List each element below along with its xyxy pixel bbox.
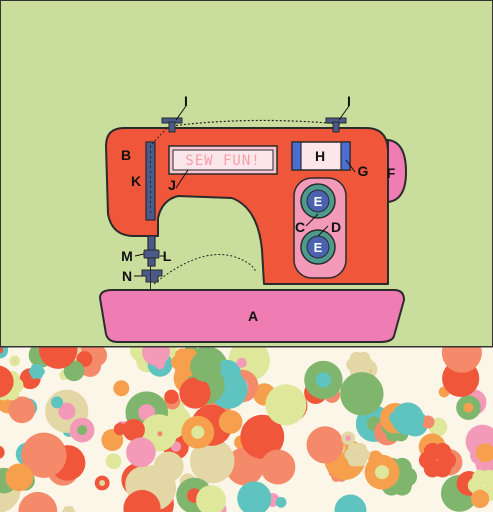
fabric-dot <box>8 396 35 423</box>
lcd-text: SEW FUN! <box>185 153 260 169</box>
fabric-dot <box>179 377 210 408</box>
fabric-dot <box>219 410 243 434</box>
label-j: J <box>168 177 176 193</box>
fabric-dot <box>237 358 247 368</box>
fabric-dot <box>265 384 306 425</box>
fabric-dot <box>260 450 295 485</box>
label-b: B <box>121 147 131 163</box>
fabric-dot <box>5 463 33 491</box>
label-m: M <box>121 248 133 264</box>
label-l: L <box>163 248 172 264</box>
label-h: H <box>315 148 325 164</box>
label-g: G <box>358 163 369 179</box>
label-d: D <box>331 219 341 235</box>
fabric-dot <box>471 490 489 508</box>
label-f: F <box>387 165 396 181</box>
label-a: A <box>248 308 258 324</box>
label-n: N <box>122 268 132 284</box>
fabric-dot <box>276 497 287 508</box>
fabric-dot <box>114 423 126 435</box>
fabric-dot <box>190 351 221 382</box>
label-e-bottom: E <box>314 240 323 255</box>
label-c: C <box>295 219 305 235</box>
label-k: K <box>131 173 141 189</box>
label-i-right: I <box>347 93 351 109</box>
label-e-top: E <box>314 194 323 209</box>
fabric-dot <box>113 380 129 396</box>
fabric-dot <box>126 438 156 468</box>
fabric-dot <box>307 426 344 463</box>
label-i-left: I <box>184 93 188 109</box>
fabric-dot <box>106 453 122 469</box>
fabric-dot <box>392 403 424 435</box>
polka-dot-fabric <box>0 329 493 512</box>
fabric-dot <box>164 390 178 404</box>
fabric-dot <box>51 396 63 408</box>
